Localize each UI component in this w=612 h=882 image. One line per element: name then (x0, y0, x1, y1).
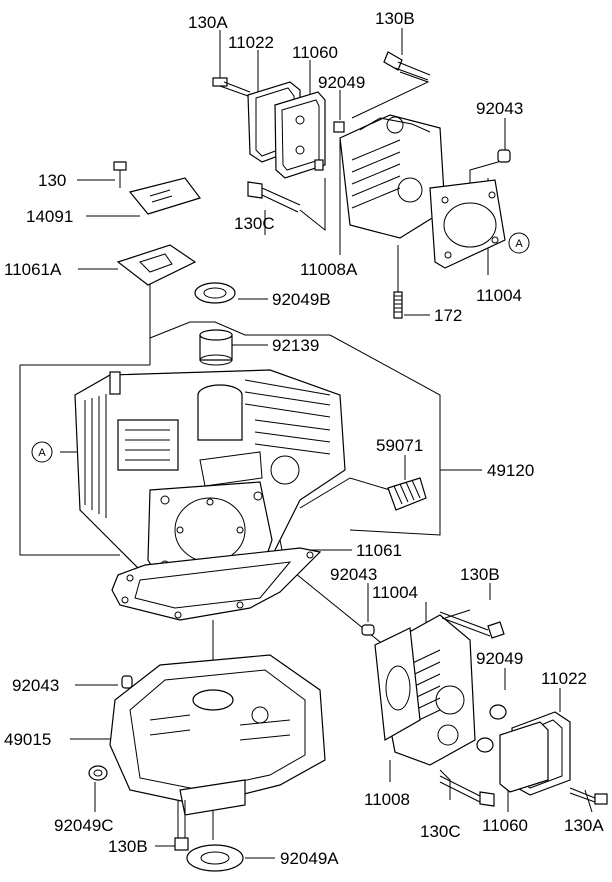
bolt-130C-top (247, 181, 301, 213)
label-130A-top: 130A (188, 13, 228, 32)
bolt-130A-bottom (569, 787, 608, 805)
label-92049B: 92049B (272, 290, 331, 309)
bolt-130A-top (212, 77, 251, 97)
label-11060-top: 11060 (292, 43, 338, 62)
label-130B-bottom: 130B (108, 837, 148, 856)
label-130B-top: 130B (375, 9, 415, 28)
label-92049A: 92049A (280, 849, 339, 868)
cylinder-head-11008 (361, 614, 476, 766)
label-92043-top: 92043 (476, 99, 523, 118)
label-11060-bottom: 11060 (482, 816, 528, 835)
svg-text:A: A (38, 447, 46, 459)
reference-marker-A-right: A (508, 232, 530, 254)
svg-text:A: A (515, 238, 523, 250)
oil-seal-92049A (186, 844, 244, 872)
label-130C-top: 130C (234, 214, 275, 233)
head-gasket-11004-mid (374, 627, 421, 741)
bushing-92139 (199, 329, 233, 366)
bolt-130B-mid (439, 611, 505, 639)
label-11061A: 11061A (4, 260, 62, 279)
label-172: 172 (434, 306, 462, 325)
label-11022-top: 11022 (228, 33, 274, 52)
label-92049C: 92049C (54, 816, 114, 835)
label-11004-mid: 11004 (372, 583, 418, 602)
seal-92049C (88, 765, 108, 781)
label-92043-mid: 92043 (330, 565, 377, 584)
gasket-11060-bottom (499, 721, 549, 793)
bolt-130B-top (383, 51, 431, 81)
cylinder-head-11008A (314, 114, 446, 239)
dowel-92043-top (497, 149, 511, 163)
breather-cover-14091 (113, 161, 201, 215)
label-130B-mid: 130B (460, 565, 500, 584)
breather-gasket-11061A (116, 244, 197, 286)
label-14091: 14091 (26, 207, 73, 226)
reference-marker-A-left: A (31, 441, 53, 463)
label-11061: 11061 (356, 541, 402, 560)
label-11022-bottom: 11022 (541, 669, 587, 688)
label-11004-top: 11004 (476, 286, 522, 305)
label-130A-bottom: 130A (564, 816, 604, 835)
label-59071: 59071 (376, 436, 423, 455)
label-49120: 49120 (487, 461, 534, 480)
label-92139: 92139 (272, 336, 319, 355)
head-gasket-11004-top (429, 179, 506, 269)
label-11008A: 11008A (300, 260, 358, 279)
label-92043-left: 92043 (12, 676, 59, 695)
label-130: 130 (38, 171, 66, 190)
label-11008: 11008 (364, 790, 410, 809)
breather-valve-59071 (387, 477, 427, 511)
part-labels: 130A 11022 11060 130B 92049 92043 130 14… (4, 9, 604, 868)
stud-172 (393, 291, 403, 319)
oil-seal-92049B (194, 282, 236, 304)
crankcase-gasket-11061 (111, 547, 322, 621)
seal-92049-mid (476, 704, 507, 753)
label-92049-top: 92049 (318, 73, 365, 92)
label-92049-mid: 92049 (476, 649, 523, 668)
gasket-11060-top (274, 91, 326, 179)
crankcase-cover-49015 (109, 654, 326, 816)
bolt-130B-bottom (174, 800, 189, 851)
label-130C-bottom: 130C (420, 822, 461, 841)
label-49015: 49015 (4, 730, 51, 749)
part-shapes (74, 51, 608, 872)
bolt-130C-bottom (439, 775, 495, 807)
